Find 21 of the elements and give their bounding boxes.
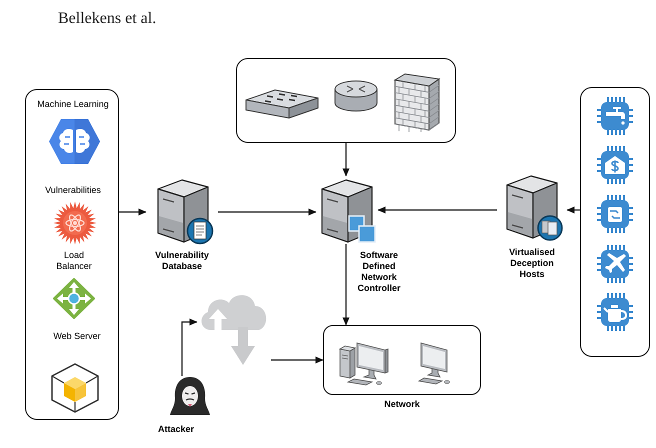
running-header: Bellekens et al. <box>58 9 156 29</box>
panel-label: Web Server <box>52 331 102 342</box>
arrow <box>119 208 146 216</box>
arrow <box>218 208 316 216</box>
node-label: Virtualised Deception Hosts <box>508 247 556 280</box>
node-label: Software Defined Network Controller <box>356 250 402 294</box>
device-panel <box>580 87 650 357</box>
component-panel <box>25 89 119 420</box>
arrow <box>378 206 497 214</box>
node-label: Attacker <box>158 424 196 435</box>
panel-label: Load Balancer <box>55 250 93 272</box>
arrow <box>342 143 350 176</box>
arrow <box>342 244 350 326</box>
node-label: Vulnerability Database <box>154 250 210 272</box>
panel-label: Vulnerabilities <box>44 185 102 196</box>
node-label: Network <box>383 399 421 410</box>
arrow <box>271 356 324 364</box>
device-panel <box>236 58 456 143</box>
arrow <box>181 318 198 376</box>
arrow <box>566 206 580 214</box>
panel-label: Machine Learning <box>36 99 110 110</box>
